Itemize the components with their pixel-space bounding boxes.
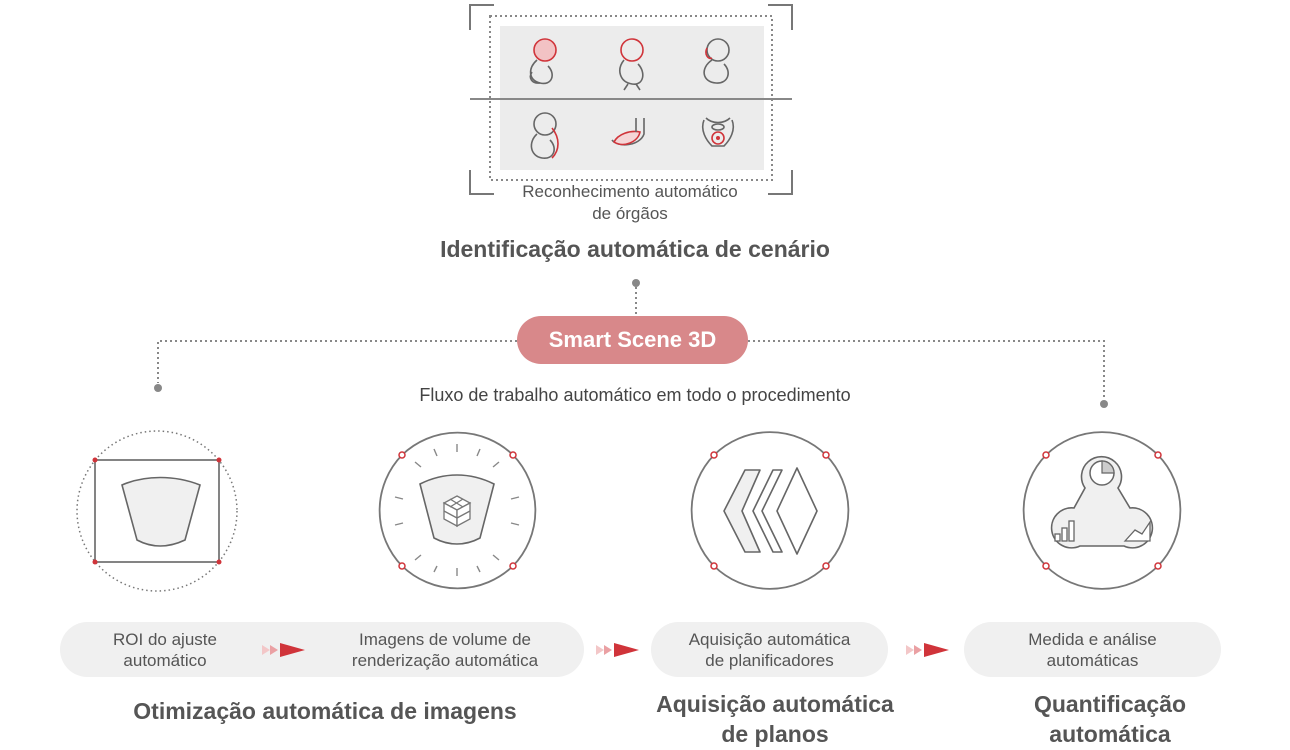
placenta-icon (611, 118, 645, 146)
fetus-spine-icon (530, 112, 559, 159)
group-heading-plane-line-1: Aquisição automática (656, 691, 894, 717)
step-measure-line-1: Medida e análise (1028, 629, 1157, 649)
fetus-face-icon (703, 38, 730, 84)
organ-recognition-caption: Reconhecimento automático de órgãos (380, 181, 880, 225)
step-roi: ROI do ajuste automático (60, 622, 270, 677)
plane-acquisition-icon (690, 431, 850, 590)
pill-group-middle (651, 622, 888, 677)
step-measure-line-2: automáticas (1046, 650, 1139, 670)
group-heading-quant-line-2: automática (1049, 721, 1171, 747)
workflow-subtitle: Fluxo de trabalho automático em todo o p… (419, 385, 851, 405)
arrow-icon (596, 643, 639, 657)
top-frame (469, 4, 793, 195)
group-heading-image-optimization: Otimização automática de imagens (133, 698, 517, 724)
step-planes-line-1: Aquisição automática (688, 629, 851, 649)
group-heading-plane-line-2: de planos (721, 721, 829, 747)
step-measure: Medida e análise automáticas (964, 622, 1221, 677)
roi-frame-icon (76, 430, 238, 592)
step-volume-line-1: Imagens de volume de (359, 629, 531, 649)
measurement-analysis-icon (1022, 431, 1182, 590)
right-branch-dot (1100, 400, 1108, 408)
branch-lines (157, 340, 1105, 399)
step-planes: Aquisição automática de planificadores (651, 622, 888, 677)
step-volume: Imagens de volume de renderização automá… (310, 622, 580, 677)
volume-render-icon (378, 431, 537, 590)
step-roi-line-2: automático (123, 650, 207, 670)
pill-group-right (964, 622, 1221, 677)
caption-line-1: Reconhecimento automático (518, 182, 742, 201)
fetus-head-icon (619, 38, 644, 91)
caption-line-2: de órgãos (592, 204, 668, 223)
smart-scene-badge: Smart Scene 3D (517, 316, 748, 364)
scene-identification-heading: Identificação automática de cenário (440, 236, 830, 262)
arrow-icon (262, 643, 305, 657)
step-volume-line-2: renderização automática (351, 650, 539, 670)
fetus-brain-icon (529, 38, 557, 85)
group-heading-quant-line-1: Quantificação (1033, 691, 1187, 717)
step-roi-line-1: ROI do ajuste (113, 629, 217, 649)
group-heading-quantification: Quantificação automática (960, 689, 1260, 749)
group-heading-plane-acquisition: Aquisição automática de planos (620, 689, 930, 749)
left-branch-dot (154, 384, 162, 392)
pill-group-left (60, 622, 584, 677)
top-connector-dot (632, 279, 640, 287)
step-planes-line-2: de planificadores (705, 650, 834, 670)
arrow-icon (906, 643, 949, 657)
uterus-icon (701, 117, 735, 147)
